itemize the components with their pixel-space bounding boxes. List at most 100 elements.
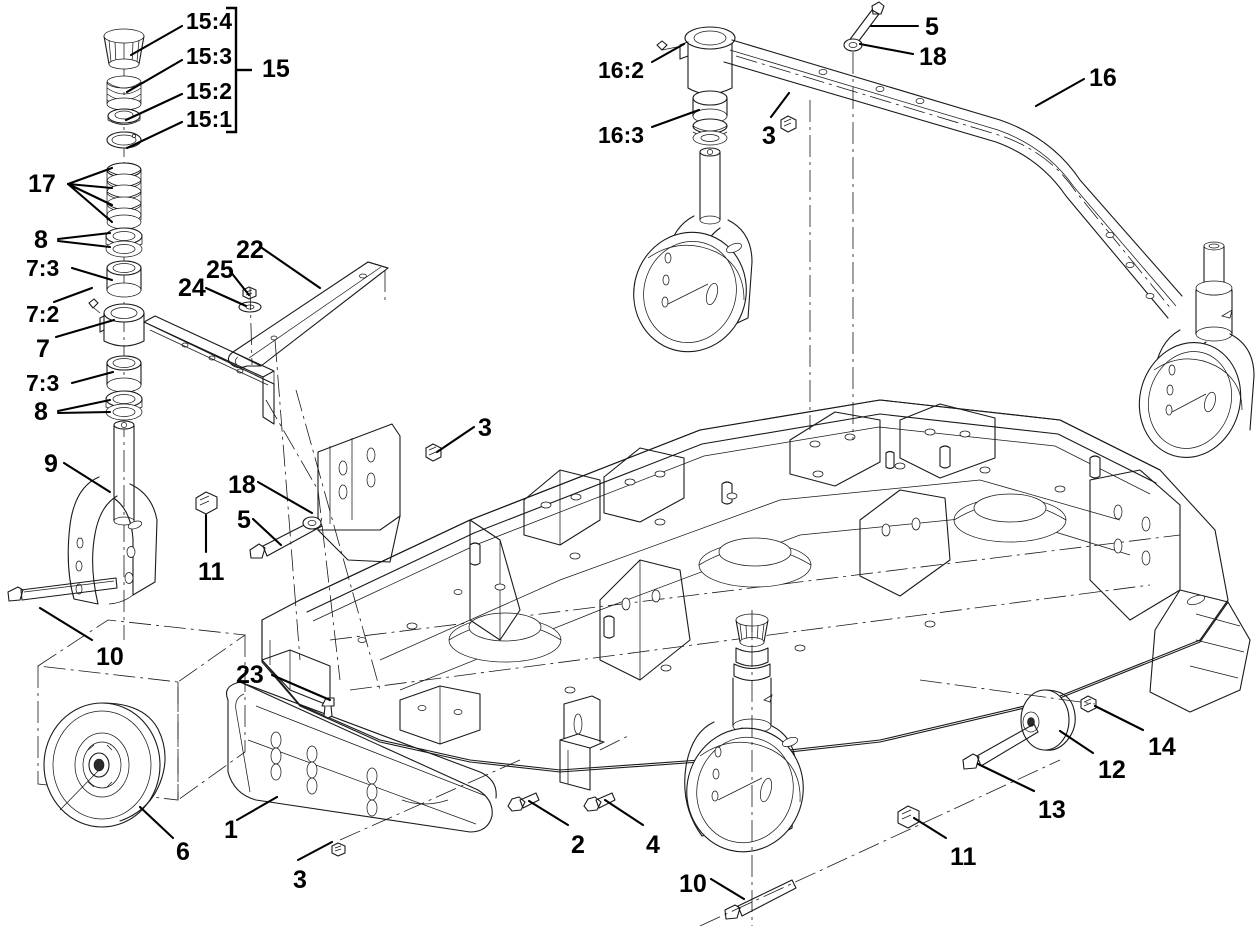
callout-caster-fork: 9 — [44, 450, 58, 478]
part-11-flange-nut-left — [195, 491, 218, 515]
part-22-deflector-rod — [227, 261, 389, 661]
callout-locknut: 25 — [206, 256, 234, 284]
leader-5a — [251, 517, 283, 547]
leader-7 — [54, 318, 116, 339]
callout-washer: 15:2 — [186, 78, 233, 104]
callout-spring: 15:3 — [186, 43, 233, 69]
leader-11b — [912, 816, 948, 840]
callout-locknut-roller: 14 — [1148, 733, 1176, 761]
leader-24 — [204, 286, 248, 308]
leader-7-3a — [70, 266, 114, 282]
bracket-15-group — [226, 6, 252, 134]
leader-2 — [527, 799, 570, 827]
part-16-2-zerk — [656, 40, 683, 51]
leader-17-d — [66, 182, 114, 224]
leader-15-4 — [129, 24, 184, 57]
part-3-locknut-bumper — [331, 842, 346, 857]
leader-14 — [1093, 704, 1145, 732]
leader-15-1 — [125, 120, 184, 150]
callout-washer: 18 — [919, 43, 947, 71]
leader-15-2 — [124, 92, 184, 122]
spindle-opening-center — [698, 537, 812, 588]
deck-hole-field — [357, 462, 1066, 694]
callout-bearing-upper: 8 — [34, 226, 48, 254]
part-3-locknut-frame — [780, 115, 797, 133]
leader-17-b — [66, 182, 114, 190]
leader-15-3 — [125, 58, 184, 94]
anti-scalp-roller-assembly — [919, 679, 1097, 770]
leader-8a-1 — [56, 231, 112, 241]
leader-10b — [709, 877, 746, 901]
leader-16-2 — [650, 42, 686, 64]
leader-12 — [1058, 729, 1095, 755]
deck-discharge-right — [1149, 589, 1251, 713]
part-14-locknut — [1080, 695, 1097, 713]
leader-25 — [228, 269, 251, 297]
left-mid-hardware — [195, 389, 381, 691]
callout-bushing-bearing: 16:3 — [598, 122, 645, 148]
leader-18a — [256, 480, 314, 515]
part-23-grease-zerk — [321, 676, 335, 719]
left-front-caster-16 — [633, 26, 753, 353]
deck-left-skirt — [261, 649, 481, 745]
callout-flange-nut: 11 — [198, 558, 225, 586]
part-15-3-spring — [106, 75, 142, 111]
part-11-flange-nut-right — [897, 805, 920, 829]
spindle-opening-right — [953, 493, 1067, 543]
part-15-2-washer — [107, 108, 141, 125]
part-16-front-caster-arm — [723, 1, 1183, 440]
callout-washer-flat: 24 — [178, 274, 206, 302]
leader-3a — [435, 425, 476, 454]
leader-17-c — [66, 182, 114, 207]
caster-spindle — [113, 420, 135, 526]
part-15-4-dust-cap — [103, 28, 145, 70]
callout-caster-axle-bolt: 10 — [679, 870, 707, 898]
callout-front-bumper: 1 — [224, 816, 238, 844]
leader-9 — [62, 461, 112, 494]
part-10-wheel-bolt-left — [7, 577, 118, 602]
callout-bearing-lower: 8 — [34, 398, 48, 426]
leader-13 — [976, 762, 1036, 793]
part-7-3-bushing-upper — [106, 260, 142, 298]
leader-1 — [235, 795, 279, 822]
part-10-caster-axle-bolt — [699, 759, 1061, 926]
leader-16-3 — [650, 108, 701, 129]
part-16-3-bearing — [692, 118, 728, 146]
part-4-bolt — [583, 792, 616, 812]
left-front-mount-plate — [317, 423, 401, 563]
callout-front-caster-arm: 16 — [1089, 64, 1117, 92]
part-16-3-bushing — [692, 90, 728, 124]
part-8-bearing-upper — [105, 227, 143, 258]
callout-wheel-bolt: 10 — [96, 643, 124, 671]
deck-gussets — [469, 469, 1181, 681]
part-15-1-retaining-ring — [106, 131, 142, 149]
callout-flange-nut: 11 — [950, 843, 977, 871]
leader-23 — [270, 673, 332, 702]
part-8-bearing-lower — [105, 390, 143, 421]
callout-roller-bolt: 13 — [1038, 796, 1066, 824]
part-13-roller-bolt — [962, 723, 1039, 770]
leader-4 — [603, 798, 645, 827]
part-18-washer-top — [843, 38, 863, 52]
callout-locknut-bumper: 3 — [293, 866, 307, 894]
callout-carriage-bolt: 5 — [925, 13, 939, 41]
part-17-spacers — [106, 162, 142, 230]
part-9-caster-fork — [67, 476, 158, 605]
leader-3b — [296, 840, 334, 862]
callout-anti-scalp-roller: 12 — [1098, 756, 1126, 784]
callout-grease-cap-kit: 15 — [262, 55, 290, 83]
left-caster-stack — [7, 28, 275, 828]
leader-18b — [858, 42, 915, 56]
deck-front-bracket-bolts — [507, 695, 629, 812]
leader-10a — [38, 606, 94, 642]
callout-grease-fitting: 7:2 — [26, 301, 60, 327]
part-1-front-bumper — [225, 676, 521, 857]
callout-locknut-frame: 3 — [762, 122, 776, 150]
callout-deflector-rod: 22 — [236, 236, 264, 264]
leader-22 — [260, 246, 322, 290]
leader-lines-group — [38, 24, 1145, 901]
callout-bushing-lower: 7:3 — [26, 370, 60, 396]
leader-16 — [1034, 77, 1086, 108]
